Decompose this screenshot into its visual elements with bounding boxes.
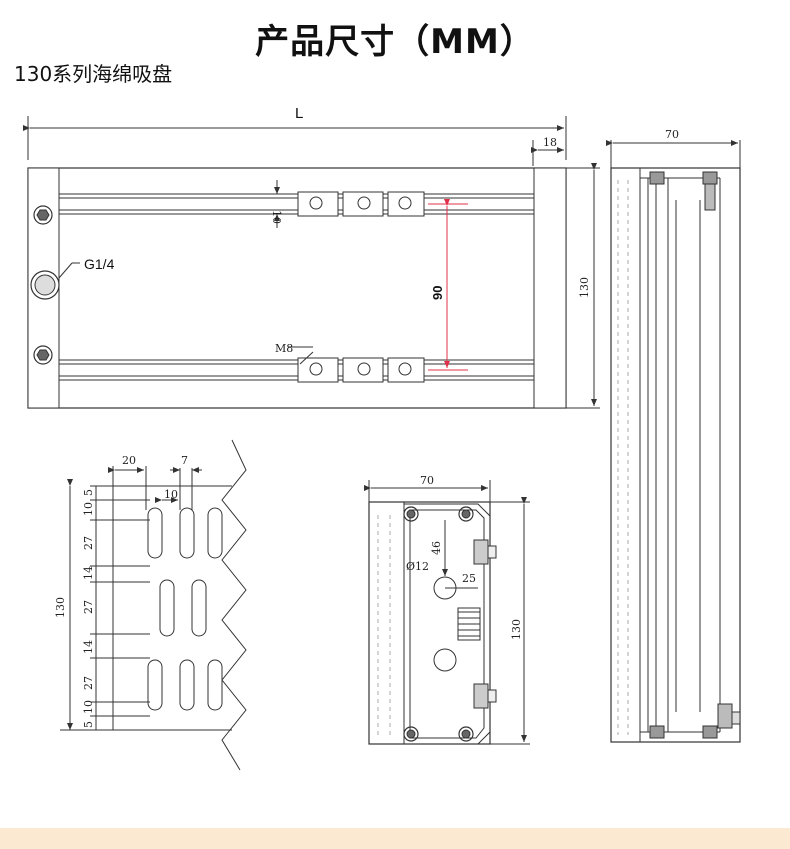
rail-spacing-label: 90 [430,286,445,300]
end-view [364,480,530,745]
row-label: 14 [82,566,95,580]
hole-offset-label: 25 [462,572,476,585]
row-label: 10 [82,502,95,516]
page-title: 产品尺寸（MM） [255,22,535,62]
footer-bar [0,828,790,849]
end-height-label: 130 [510,619,523,640]
length-label: L [295,105,303,122]
row-label: 27 [82,536,95,550]
series-subtitle: 130系列海绵吸盘 [14,62,173,86]
top-height-label: 130 [578,277,591,298]
row-label: 5 [82,721,95,728]
port-label: G1/4 [84,256,115,272]
end-offset-label: 46 [430,541,443,555]
row-label: 14 [82,640,95,654]
pattern-height-label: 130 [54,597,67,618]
slot-gap-label: 10 [164,488,178,501]
hole-pattern-view [60,439,247,771]
top-view [23,116,600,409]
row-label: 5 [82,489,95,496]
rail-height-label: 10 [270,210,283,224]
row-dimension-labels: 5 10 27 14 27 14 27 10 5 [82,489,95,728]
slot-width-label: 7 [181,454,188,467]
end-width-label: 18 [543,136,557,149]
side-width-label: 70 [665,128,679,141]
row-label: 27 [82,600,95,614]
col-pitch-label: 20 [122,454,136,467]
end-width-label: 70 [420,474,434,487]
row-label: 10 [82,700,95,714]
thread-label: M8 [275,342,293,355]
side-view [606,140,741,743]
row-label: 27 [82,676,95,690]
hole-dia-label: Ø12 [406,560,429,573]
